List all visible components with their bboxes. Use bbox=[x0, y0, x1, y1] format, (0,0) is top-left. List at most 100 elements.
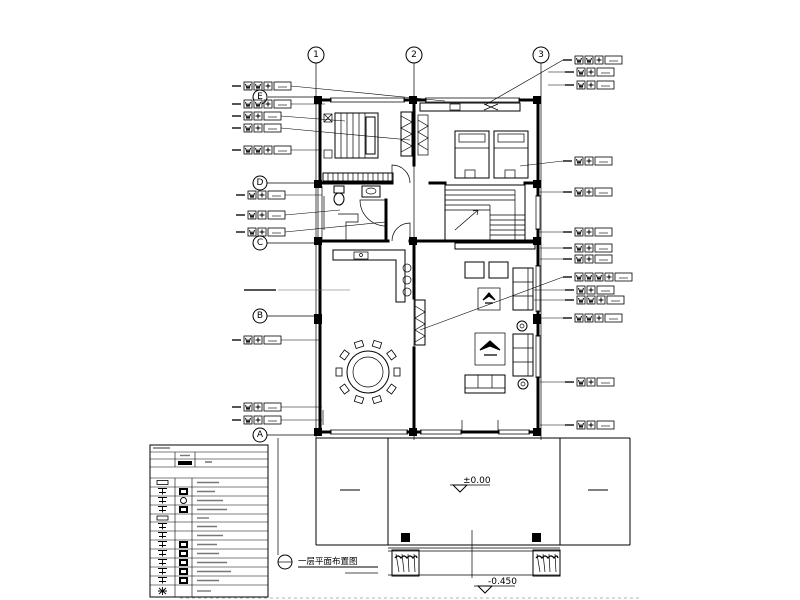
column bbox=[533, 96, 541, 104]
legend-header-swatch bbox=[178, 461, 192, 465]
height-box bbox=[596, 80, 615, 90]
grid-bubble-2 bbox=[405, 46, 423, 64]
height-box bbox=[263, 335, 282, 345]
plus-icon bbox=[586, 256, 592, 262]
staircase bbox=[444, 184, 526, 241]
kitchen bbox=[244, 249, 412, 303]
plus-box bbox=[586, 67, 596, 77]
planter-hatch bbox=[536, 553, 557, 573]
drawing-title-block: 一层平面布置图 bbox=[277, 554, 378, 574]
rug-pattern-icon bbox=[479, 340, 501, 356]
socket-annotation-tag bbox=[548, 80, 615, 90]
floor-lamp bbox=[516, 320, 528, 332]
height-box bbox=[606, 295, 625, 305]
fixture-code-icon bbox=[576, 158, 582, 165]
legend-code-swatch-inner bbox=[181, 552, 186, 555]
fixture-code-icon bbox=[249, 229, 255, 236]
plus-box bbox=[594, 313, 604, 323]
kitchen-counter bbox=[332, 249, 406, 303]
column bbox=[409, 428, 417, 436]
column bbox=[533, 180, 541, 188]
grid-label-d: D bbox=[257, 178, 264, 188]
socket-annotation-tag bbox=[236, 221, 386, 237]
floor-lamp-bulb bbox=[519, 323, 525, 329]
fixture-code-icon bbox=[255, 147, 261, 154]
dining-chair bbox=[335, 367, 343, 377]
fixture-code-icon bbox=[576, 256, 582, 263]
stair-well bbox=[444, 184, 526, 241]
armchair bbox=[488, 261, 509, 279]
legend-symbol-icon bbox=[158, 488, 167, 495]
bed-pillows bbox=[365, 116, 376, 155]
toilet-tank bbox=[333, 185, 345, 194]
fixture-code-icon bbox=[578, 297, 584, 304]
height-box bbox=[273, 99, 292, 109]
hall-door bbox=[391, 222, 411, 242]
height-box bbox=[604, 313, 623, 323]
plus-icon bbox=[588, 82, 594, 88]
dining-chair bbox=[339, 349, 350, 361]
height-box bbox=[594, 243, 613, 253]
plus-box bbox=[263, 81, 273, 91]
plus-icon bbox=[255, 417, 261, 423]
tag-leader-line bbox=[284, 221, 386, 233]
stove-burner bbox=[402, 263, 412, 273]
structural-columns bbox=[314, 96, 541, 436]
height-box bbox=[614, 272, 633, 282]
plus-icon bbox=[259, 229, 265, 235]
fixture-code-icon bbox=[586, 57, 592, 64]
dining-chair bbox=[393, 367, 401, 377]
fixture-code-icon bbox=[576, 189, 582, 196]
height-box bbox=[267, 190, 286, 200]
sofa-cushions bbox=[513, 268, 533, 310]
grid-label-a: A bbox=[257, 430, 264, 440]
double-bed bbox=[334, 112, 379, 159]
plus-icon bbox=[586, 229, 592, 235]
fixture-code-icon bbox=[576, 57, 582, 64]
faucet-icon bbox=[359, 253, 363, 257]
grid-label-2: 2 bbox=[411, 50, 417, 60]
wardrobe bbox=[400, 111, 413, 157]
plus-icon bbox=[265, 101, 271, 107]
fixture-code-icon bbox=[588, 297, 594, 304]
plus-icon bbox=[588, 379, 594, 385]
height-box bbox=[596, 67, 615, 77]
wash-basin bbox=[365, 187, 377, 195]
plus-box bbox=[584, 156, 594, 166]
coffee-table bbox=[477, 287, 501, 311]
area-rug bbox=[474, 332, 506, 366]
legend-symbol-icon bbox=[158, 497, 167, 504]
plus-box bbox=[584, 187, 594, 197]
column bbox=[409, 237, 417, 245]
legend-symbol-icon bbox=[158, 532, 167, 539]
entry-door bbox=[461, 420, 499, 432]
plus-icon bbox=[606, 274, 612, 280]
elevation-marker-icon bbox=[476, 585, 494, 594]
single-bed bbox=[493, 130, 529, 179]
lazy-susan bbox=[352, 356, 384, 388]
plus-box bbox=[586, 80, 596, 90]
nightstand bbox=[323, 113, 333, 123]
height-box bbox=[594, 156, 613, 166]
height-box bbox=[596, 285, 615, 295]
fixture-code-icon bbox=[245, 125, 251, 132]
socket-annotation-tag bbox=[484, 55, 623, 106]
fixture-code-icon bbox=[576, 274, 582, 281]
plus-box bbox=[257, 210, 267, 220]
socket-annotation-tag bbox=[232, 145, 322, 155]
legend-code-swatch-inner bbox=[181, 579, 186, 582]
kitchen-sink bbox=[353, 251, 369, 260]
drawing-title: 一层平面布置图 bbox=[298, 556, 358, 567]
plus-box bbox=[253, 123, 263, 133]
tv-cabinet-hatch bbox=[414, 305, 426, 343]
nightstand bbox=[323, 149, 333, 159]
plus-icon bbox=[596, 315, 602, 321]
stair-treads-upper bbox=[445, 189, 515, 211]
height-box bbox=[596, 420, 615, 430]
side-sofa bbox=[512, 333, 534, 377]
legend-symbol-icon bbox=[158, 568, 167, 575]
dining-chair bbox=[371, 339, 383, 350]
socket-annotation-tag bbox=[232, 99, 325, 109]
desk-lamp-icon bbox=[483, 103, 499, 111]
